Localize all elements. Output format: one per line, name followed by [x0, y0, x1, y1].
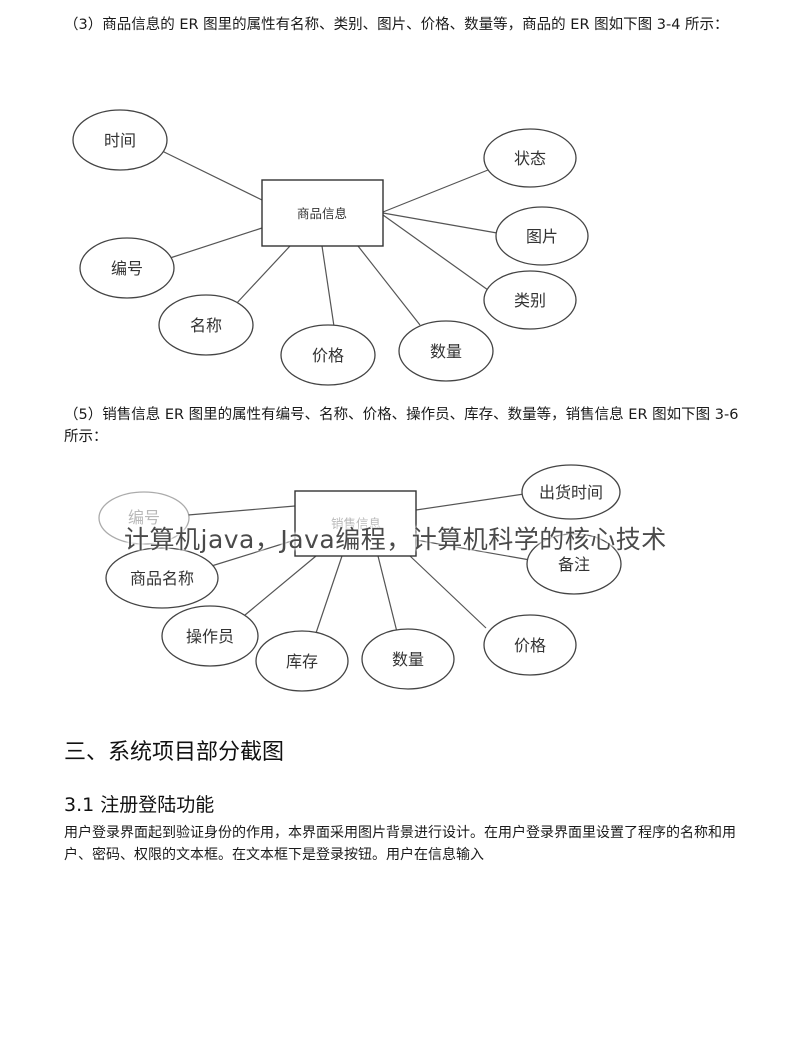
attr-ship-time-label: 出货时间	[539, 483, 603, 502]
attr-number-label: 编号	[111, 259, 143, 278]
attr-price-label: 价格	[312, 346, 344, 365]
paragraph-product-er-intro: （3）商品信息的 ER 图里的属性有名称、类别、图片、价格、数量等，商品的 ER…	[64, 17, 729, 33]
attr-status-label: 状态	[514, 149, 546, 168]
paragraph-sales-er-intro: （5）销售信息 ER 图里的属性有编号、名称、价格、操作员、库存、数量等，销售信…	[64, 407, 739, 445]
attribute-ellipse	[98, 464, 622, 692]
attr-quantity-label: 数量	[392, 650, 424, 669]
attr-quantity-label: 数量	[430, 342, 462, 361]
attribute-ellipse	[72, 109, 589, 386]
er-diagram-sales: 销售信息 编号 商品名称 操作员 库存 数量 价格 出货时间 备注	[98, 464, 622, 692]
attr-number-label: 编号	[128, 508, 160, 527]
attr-goods-name-label: 商品名称	[130, 569, 194, 588]
er-diagram-product: 商品信息 时间 状态 图片 类别 编号 名称 价格 数量	[72, 109, 589, 386]
entity-label: 商品信息	[297, 206, 347, 221]
attr-stock-label: 库存	[286, 652, 318, 671]
attr-name-label: 名称	[190, 316, 222, 335]
section-heading: 三、系统项目部分截图	[64, 740, 285, 765]
entity-box	[261, 179, 384, 247]
attr-category-label: 类别	[514, 291, 546, 310]
attr-operator-label: 操作员	[186, 627, 234, 646]
attr-time-label: 时间	[104, 131, 136, 150]
watermark-overlay-text: 计算机java，Java编程，计算机科学的核心技术	[124, 525, 667, 554]
paragraph-login-description: 用户登录界面起到验证身份的作用，本界面采用图片背景进行设计。在用户登录界面里设置…	[64, 825, 736, 863]
attr-picture-label: 图片	[526, 227, 558, 246]
attr-price-label: 价格	[514, 636, 546, 655]
entity-box	[294, 490, 417, 557]
subsection-heading: 3.1 注册登陆功能	[64, 794, 215, 816]
attr-remark-label: 备注	[558, 555, 590, 574]
entity-label: 销售信息	[331, 516, 381, 531]
